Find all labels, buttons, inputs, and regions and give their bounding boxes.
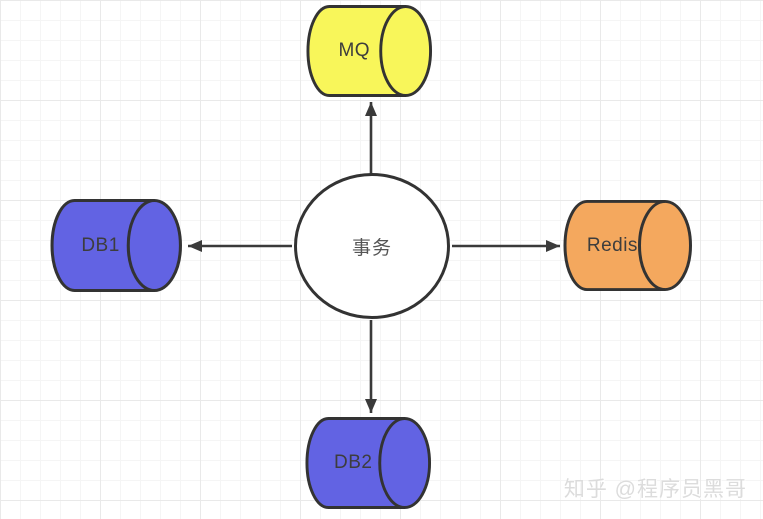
cylinder-shape-db1 — [50, 199, 182, 292]
node-label-redis: Redis — [586, 234, 638, 256]
watermark: 知乎 @程序员黑哥 — [563, 478, 747, 501]
node-label-transaction: 事务 — [351, 237, 392, 259]
node-label-db2: DB2 — [334, 452, 373, 473]
node-label-db1: DB1 — [81, 234, 120, 256]
cylinder-shape-db2 — [305, 416, 432, 510]
node-mq: MQ — [306, 4, 433, 98]
node-db1: DB1 — [50, 198, 183, 293]
cylinder-shape-mq — [306, 4, 433, 98]
node-label-mq: MQ — [338, 40, 371, 61]
node-db2: DB2 — [305, 416, 432, 510]
node-redis: Redis — [563, 199, 693, 292]
cylinder-shape-redis — [563, 199, 692, 292]
node-transaction-circle: 事务 — [294, 173, 450, 319]
